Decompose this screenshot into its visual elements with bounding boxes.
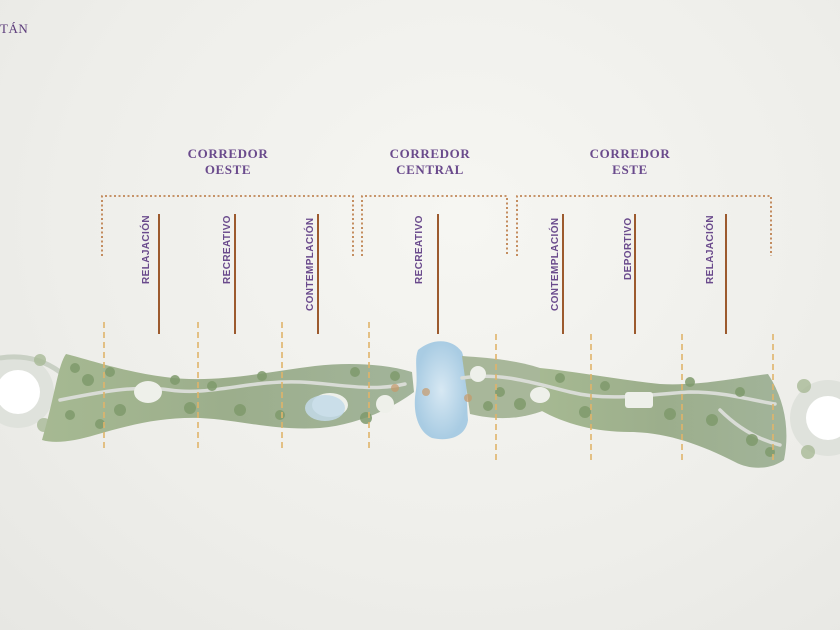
water-pond (414, 341, 468, 440)
corridor-oeste-line2: OESTE (204, 162, 252, 177)
corridor-title-este: CORREDOR ESTE (560, 146, 700, 178)
roundabout-east (790, 379, 840, 459)
zone-markers (158, 214, 727, 334)
bracket-este (516, 195, 772, 256)
accent-trees (391, 384, 472, 402)
small-pond (305, 395, 345, 421)
park-west (42, 354, 414, 442)
section-dividers (103, 322, 774, 462)
corridor-central-line2: CENTRAL (396, 162, 464, 177)
corridor-brackets (101, 195, 772, 256)
corridor-title-oeste: CORREDOR OESTE (158, 146, 298, 178)
corridor-oeste-line1: CORREDOR (187, 146, 269, 161)
corridor-este-line1: CORREDOR (589, 146, 671, 161)
bracket-central (361, 195, 508, 256)
corridor-este-line2: ESTE (612, 162, 648, 177)
trees (65, 363, 775, 457)
roundabout-west (0, 354, 62, 432)
corridor-central-line1: CORREDOR (389, 146, 471, 161)
park-central (462, 356, 545, 419)
corridor-title-central: CORREDOR CENTRAL (360, 146, 500, 178)
bracket-oeste (101, 195, 354, 256)
corner-title: TÁN (0, 21, 29, 36)
park-east (540, 368, 787, 468)
